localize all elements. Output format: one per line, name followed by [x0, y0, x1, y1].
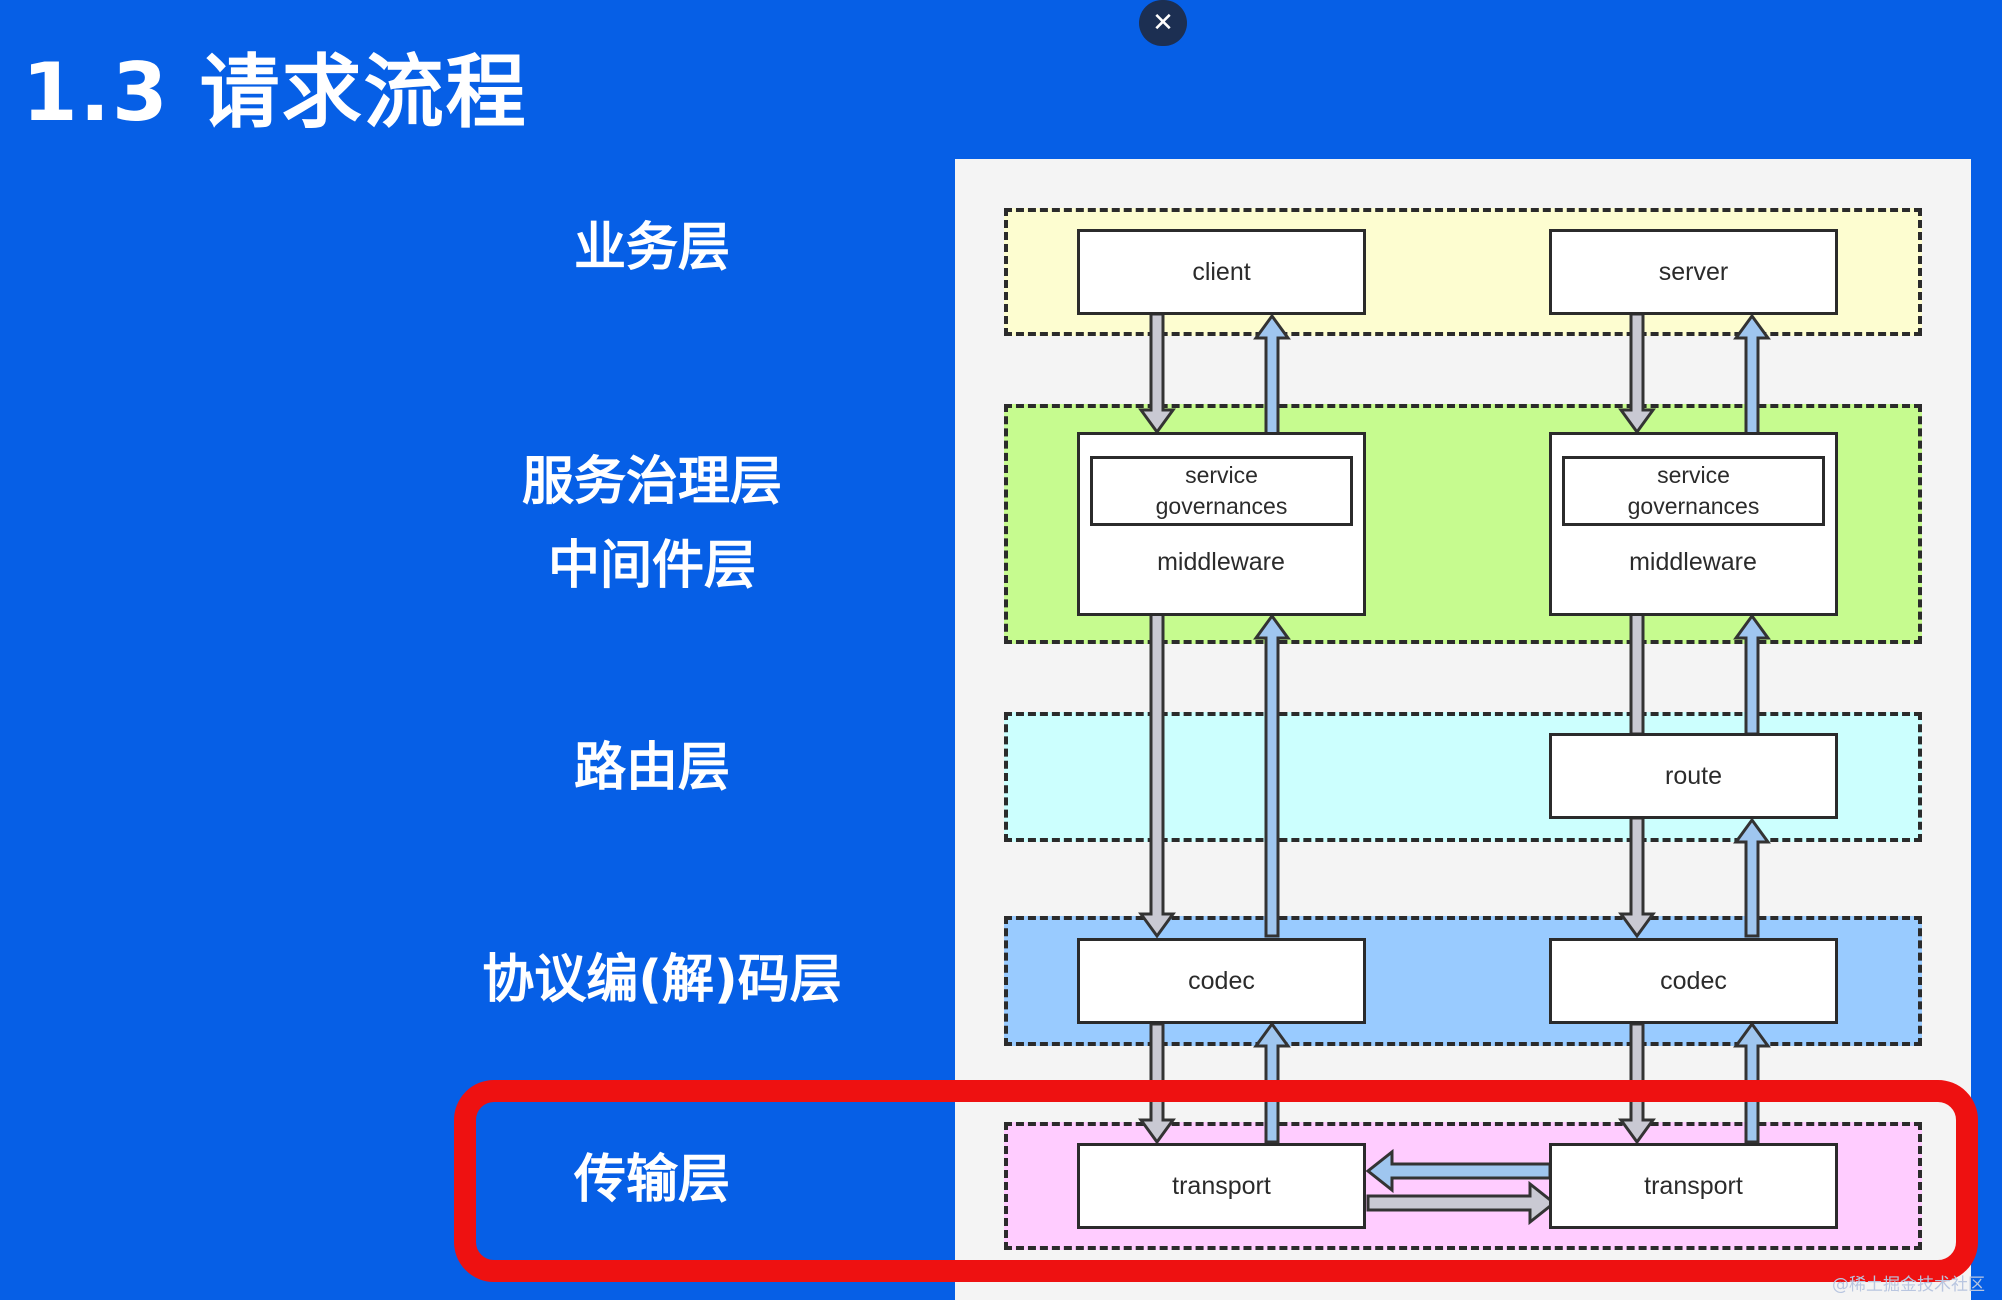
route-box: route	[1549, 733, 1838, 819]
client-middleware-label: middleware	[1157, 548, 1285, 576]
close-icon: ✕	[1152, 8, 1174, 38]
client-label: client	[1192, 257, 1251, 286]
layer-label-transport-text: 传输层	[573, 1150, 730, 1210]
transport-layer-highlight	[454, 1080, 1978, 1282]
layer-label-governance: 服务治理层 中间件层	[292, 440, 1012, 608]
server-transport-label: transport	[1644, 1171, 1743, 1200]
server-codec-label: codec	[1660, 966, 1727, 995]
client-service-governances-box: service governances	[1090, 456, 1353, 526]
server-service-governances-box: service governances	[1562, 456, 1825, 526]
watermark: @稀土掘金技术社区	[1832, 1275, 1985, 1295]
close-button[interactable]: ✕	[1139, 0, 1187, 46]
client-codec-box: codec	[1077, 938, 1366, 1024]
layer-label-governance-text: 服务治理层	[521, 452, 782, 512]
layer-label-transport: 传输层	[292, 1138, 1012, 1222]
client-codec-label: codec	[1188, 966, 1255, 995]
client-transport-box: transport	[1077, 1143, 1366, 1229]
server-transport-box: transport	[1549, 1143, 1838, 1229]
server-service-governances-label: service governances	[1627, 462, 1760, 519]
route-label: route	[1665, 761, 1722, 790]
layer-label-route-text: 路由层	[573, 738, 730, 798]
client-service-governances-label: service governances	[1155, 462, 1288, 519]
slide-title: 1.3 请求流程	[22, 46, 528, 139]
layer-label-route: 路由层	[292, 726, 1012, 810]
client-box: client	[1077, 229, 1366, 315]
layer-label-business-text: 业务层	[573, 218, 730, 278]
server-label: server	[1658, 257, 1729, 286]
client-transport-label: transport	[1172, 1171, 1271, 1200]
server-box: server	[1549, 229, 1838, 315]
layer-label-codec-text: 协议编(解)码层	[482, 950, 842, 1010]
server-middleware-label: middleware	[1629, 548, 1757, 576]
layer-label-codec: 协议编(解)码层	[302, 938, 1022, 1022]
server-codec-box: codec	[1549, 938, 1838, 1024]
layer-label-middleware-text: 中间件层	[547, 536, 756, 596]
layer-label-business: 业务层	[292, 206, 1012, 290]
